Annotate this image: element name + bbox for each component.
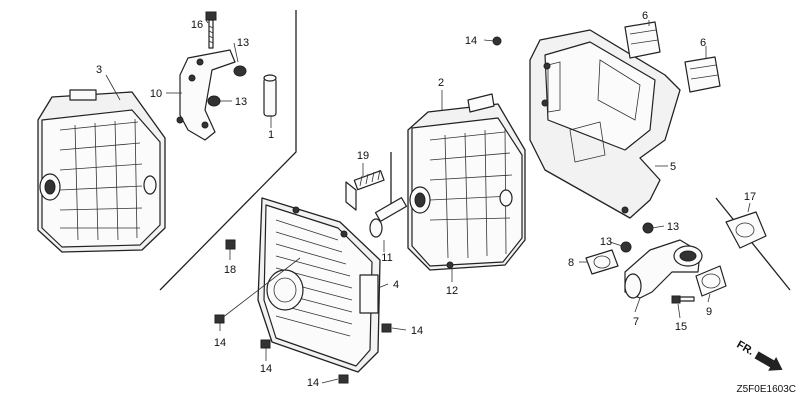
- callout-5: 5: [670, 161, 676, 173]
- bolt-part-19: [345, 169, 385, 211]
- callout-14d: 14: [411, 325, 423, 337]
- callout-14e: 14: [307, 377, 319, 389]
- cover-part-5: [529, 29, 681, 219]
- gasket-part-9: [695, 265, 727, 297]
- callout-13b: 13: [235, 96, 247, 108]
- callout-19: 19: [357, 150, 369, 162]
- callout-13a: 13: [237, 37, 249, 49]
- front-arrow-icon: FR.: [735, 339, 783, 371]
- front-marker-label: FR.: [735, 339, 756, 358]
- callout-11: 11: [381, 252, 392, 264]
- callout-1: 1: [268, 129, 274, 141]
- callout-15: 15: [675, 321, 687, 333]
- callout-17: 17: [744, 191, 756, 203]
- callout-13d: 13: [667, 221, 679, 233]
- muffler-part-2: [407, 93, 526, 271]
- joint-part-7: [624, 239, 703, 299]
- callout-6b: 6: [700, 37, 706, 49]
- gasket-part-17: [725, 211, 767, 249]
- protector-part-4: [257, 197, 381, 373]
- callout-14a: 14: [465, 35, 477, 47]
- leader-lines: [105, 19, 751, 384]
- callout-9: 9: [706, 306, 712, 318]
- callout-14b: 14: [214, 337, 226, 349]
- callout-13c: 13: [600, 236, 612, 248]
- muffler-part-3: [37, 89, 166, 253]
- gasket-part-8: [585, 249, 619, 275]
- bolt-part-15: [671, 295, 695, 304]
- bolt-part-16: [205, 11, 217, 49]
- callout-2: 2: [438, 77, 444, 89]
- callout-16: 16: [191, 19, 203, 31]
- bracket-part-10: [176, 49, 236, 141]
- callout-10: 10: [150, 88, 162, 100]
- callouts: 1 2 3 4 5 6 6 7 8 9 10 11 12 13 13 13 13…: [96, 10, 756, 389]
- callout-18: 18: [224, 264, 236, 276]
- callout-4: 4: [393, 279, 399, 291]
- callout-12: 12: [446, 285, 458, 297]
- divider-lines: [159, 10, 791, 291]
- pipe-part-1: [263, 74, 277, 117]
- callout-7: 7: [633, 316, 639, 328]
- figure-code: Z5F0E1603C: [737, 384, 796, 395]
- callout-14c: 14: [260, 363, 272, 375]
- callout-6a: 6: [642, 10, 648, 22]
- callout-8: 8: [568, 257, 574, 269]
- callout-3: 3: [96, 64, 102, 76]
- clip-part-6: [624, 21, 721, 93]
- bolt-part-11: [369, 197, 408, 238]
